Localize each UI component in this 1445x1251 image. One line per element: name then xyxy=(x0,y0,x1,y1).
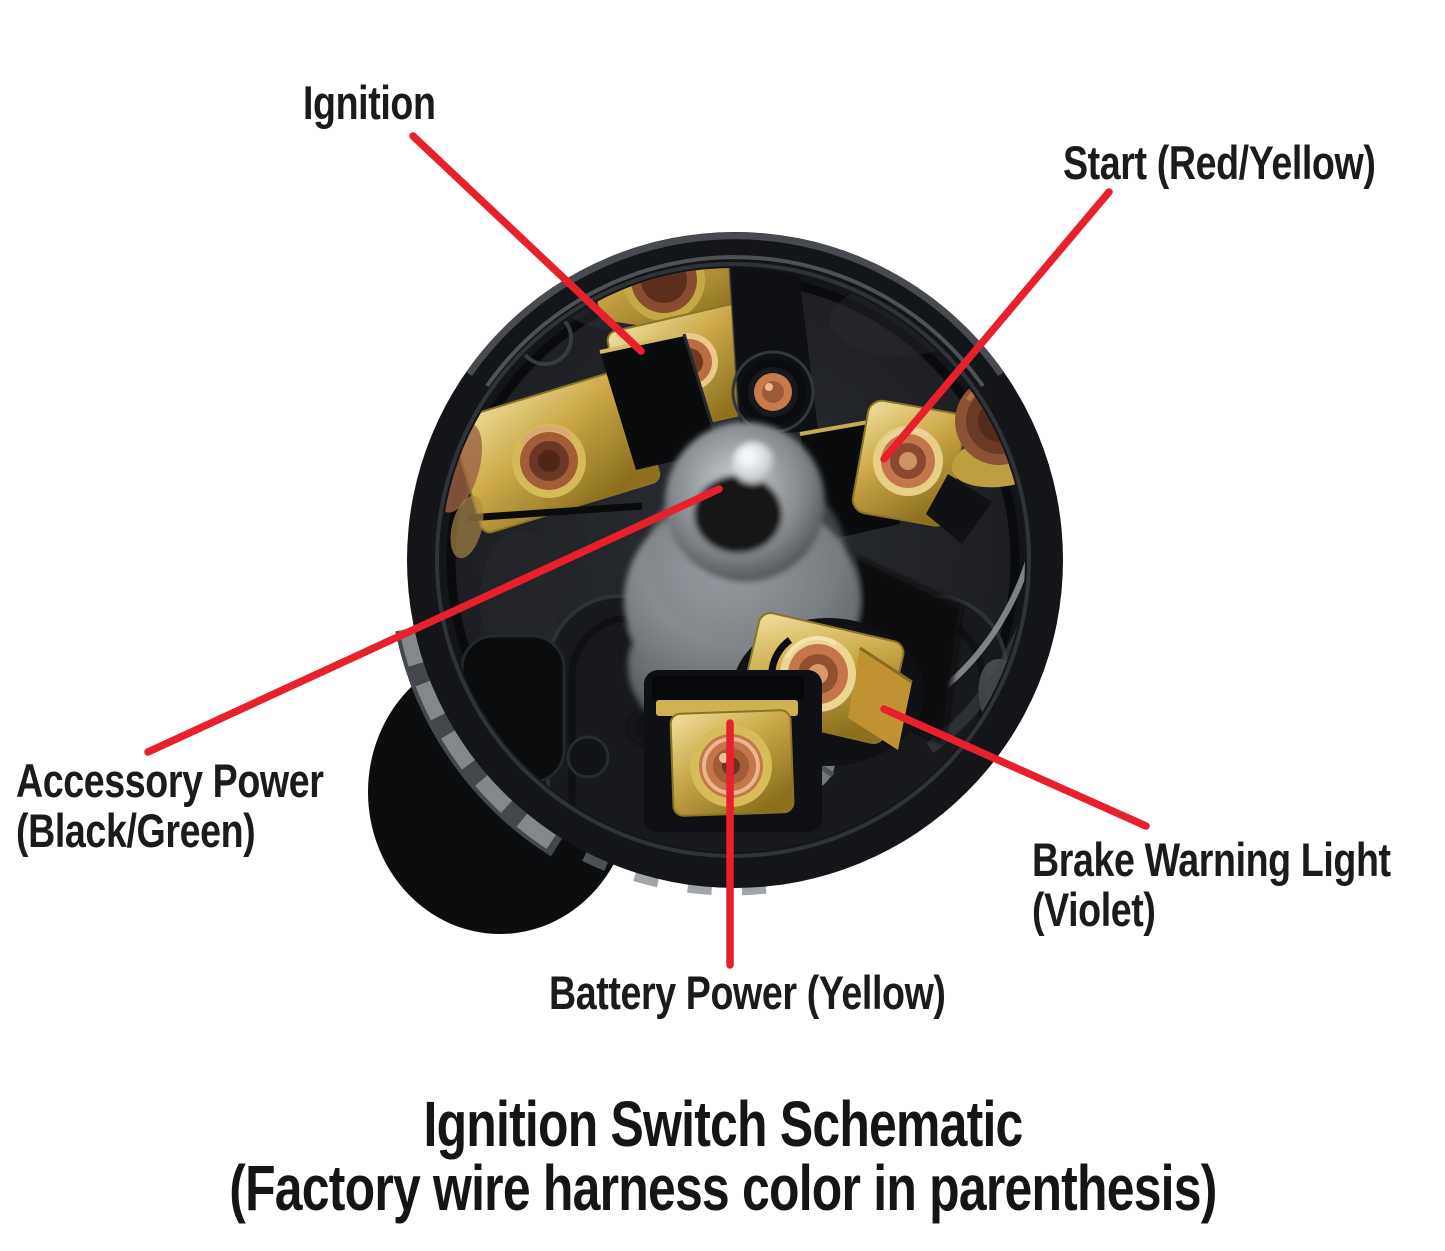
callout-lines xyxy=(144,132,1150,969)
start-callout-line xyxy=(880,188,1113,463)
ignition-label: Ignition xyxy=(303,76,436,129)
accessory-callout-line xyxy=(144,485,723,756)
zinc-collar-band xyxy=(399,625,567,854)
battery-label: Battery Power (Yellow) xyxy=(549,966,946,1019)
start-label: Start (Red/Yellow) xyxy=(1063,136,1376,189)
accessory-label: Accessory Power (Black/Green) xyxy=(16,756,324,856)
casting-dot xyxy=(566,735,610,779)
rivet-small xyxy=(731,350,815,434)
rim-highlight-inner xyxy=(485,255,985,388)
brake-label: Brake Warning Light (Violet) xyxy=(1032,835,1391,935)
rim-brass-smudge xyxy=(450,495,484,559)
terminal-ignition xyxy=(599,303,762,470)
terminal-upper-left xyxy=(450,368,661,534)
ignition-callout-line xyxy=(409,132,645,355)
brake-label-line2: (Violet) xyxy=(1032,883,1156,936)
accessory-label-line1: Accessory Power xyxy=(16,754,324,807)
brake-callout-line xyxy=(880,705,1150,830)
title-line2: (Factory wire harness color in parenthes… xyxy=(228,1152,1217,1224)
zinc-bottom-band xyxy=(582,849,776,896)
brake-fold-tab xyxy=(848,648,912,750)
title-line1: Ignition Switch Schematic xyxy=(422,1088,1023,1160)
ignition-tab xyxy=(600,334,720,470)
terminal-brake xyxy=(732,612,924,766)
accessory-label-line2: (Black/Green) xyxy=(16,804,256,857)
rim-highlight-outer xyxy=(466,232,1004,377)
brake-label-line1: Brake Warning Light xyxy=(1032,833,1391,886)
